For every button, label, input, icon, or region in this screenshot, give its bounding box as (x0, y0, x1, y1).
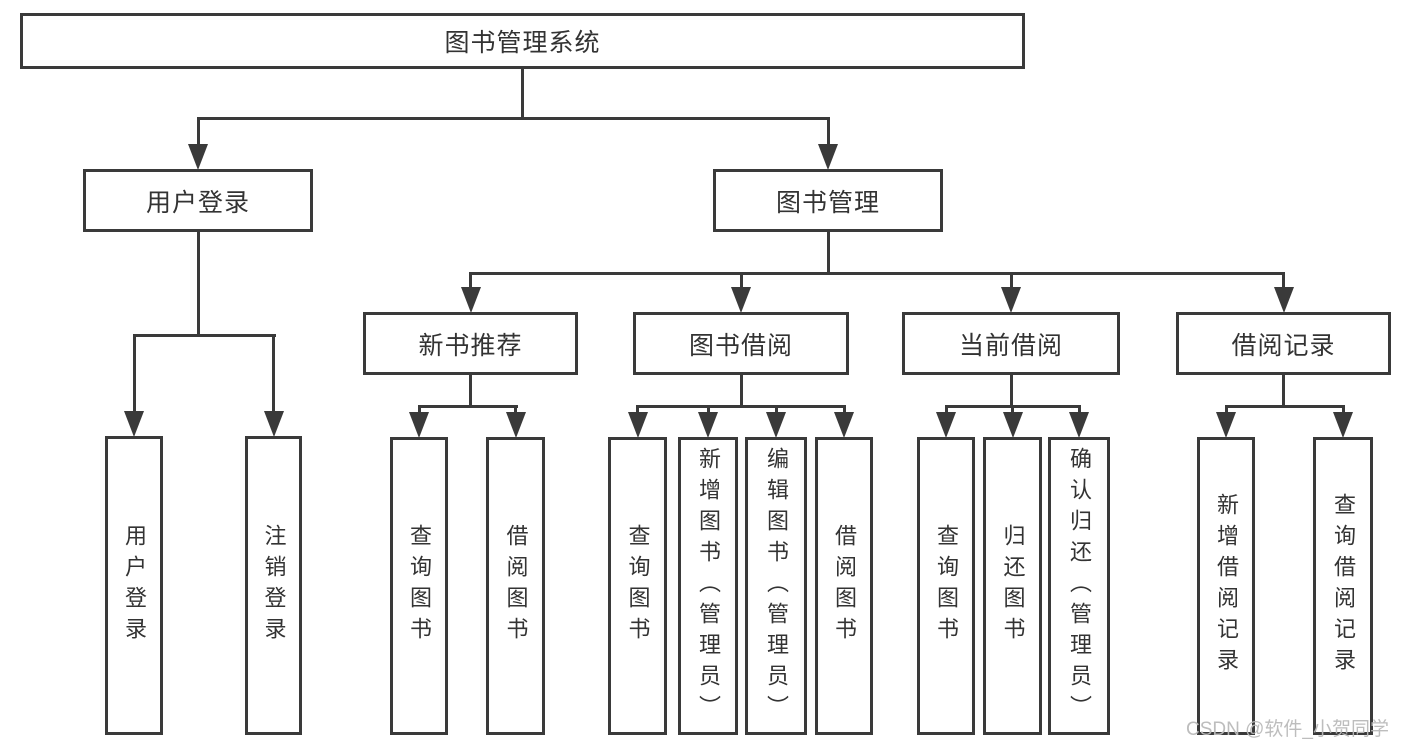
node-leaf-add-borrow-record: 新增借阅记录 (1197, 437, 1255, 735)
node-leaf-add-books: 新增图书（管理员） (678, 437, 738, 735)
arrowhead-leaf-query-books-3 (936, 412, 956, 438)
edge-stem-current-borrow (1010, 375, 1013, 406)
node-leaf-return-books: 归还图书 (983, 437, 1042, 735)
node-label-leaf-query-books-1: 查询图书 (407, 524, 432, 648)
node-label-current-borrow: 当前借阅 (958, 331, 1063, 360)
edge-drop-leaf-edit-books (775, 406, 778, 415)
node-label-borrow-records: 借阅记录 (1231, 331, 1336, 360)
node-label-book-mgmt: 图书管理 (775, 188, 880, 217)
node-book-borrow: 图书借阅 (633, 312, 849, 375)
node-new-book-rec: 新书推荐 (363, 312, 578, 375)
node-label-leaf-add-borrow-record: 新增借阅记录 (1214, 493, 1239, 679)
node-label-leaf-borrow-books-1: 借阅图书 (503, 524, 529, 648)
edge-stem-new-book-rec (469, 375, 472, 406)
arrowhead-leaf-add-borrow-record (1216, 412, 1236, 438)
csdn-watermark: CSDN @软件_小贺同学 (1186, 719, 1389, 740)
arrowhead-user-login (188, 144, 208, 170)
node-leaf-user-login: 用户登录 (105, 436, 163, 735)
node-leaf-query-books-2: 查询图书 (608, 437, 667, 735)
edge-stem-user-login (197, 232, 200, 335)
arrowhead-leaf-return-books (1003, 412, 1023, 438)
edge-drop-book-mgmt (827, 118, 830, 147)
edge-drop-leaf-query-books-3 (945, 406, 948, 415)
node-label-root: 图书管理系统 (444, 29, 601, 57)
edge-bar-book-mgmt (469, 272, 1285, 275)
edge-drop-current-borrow (1010, 273, 1013, 290)
node-leaf-query-borrow-record: 查询借阅记录 (1313, 437, 1373, 735)
node-borrow-records: 借阅记录 (1176, 312, 1391, 375)
node-label-user-login: 用户登录 (145, 188, 250, 217)
node-label-leaf-confirm-return: 确认归还（管理员） (1067, 446, 1092, 726)
node-label-leaf-borrow-books-2: 借阅图书 (832, 524, 857, 648)
edge-drop-book-borrow (740, 273, 743, 290)
edge-drop-leaf-query-books-1 (418, 406, 421, 415)
edge-drop-user-login (197, 118, 200, 147)
arrowhead-leaf-edit-books (766, 412, 786, 438)
node-label-leaf-user-login: 用户登录 (122, 523, 147, 648)
edge-stem-book-mgmt (827, 232, 830, 273)
edge-bar-book-borrow (636, 405, 846, 408)
edge-drop-borrow-records (1282, 273, 1285, 290)
node-label-leaf-edit-books: 编辑图书（管理员） (764, 446, 789, 726)
node-label-leaf-return-books: 归还图书 (1000, 524, 1026, 648)
node-leaf-borrow-books-1: 借阅图书 (486, 437, 545, 735)
arrowhead-leaf-logout (264, 411, 284, 437)
node-current-borrow: 当前借阅 (902, 312, 1120, 375)
node-label-new-book-rec: 新书推荐 (418, 331, 523, 360)
edge-drop-leaf-add-books (707, 406, 710, 415)
arrowhead-book-mgmt (818, 144, 838, 170)
edge-drop-leaf-borrow-books-1 (514, 406, 517, 415)
node-leaf-edit-books: 编辑图书（管理员） (745, 437, 807, 735)
edge-bar-root (197, 117, 830, 120)
node-label-book-borrow: 图书借阅 (688, 331, 793, 360)
node-book-mgmt: 图书管理 (713, 169, 943, 232)
arrowhead-leaf-borrow-books-1 (506, 412, 526, 438)
edge-drop-leaf-user-login (133, 335, 136, 414)
edge-stem-borrow-records (1282, 375, 1285, 406)
arrowhead-leaf-user-login (124, 411, 144, 437)
arrowhead-current-borrow (1001, 287, 1021, 313)
node-label-leaf-query-books-2: 查询图书 (625, 524, 651, 648)
edge-drop-new-book-rec (469, 273, 472, 290)
edge-drop-leaf-logout (272, 335, 275, 414)
node-label-leaf-query-borrow-record: 查询借阅记录 (1331, 493, 1356, 679)
node-leaf-query-books-3: 查询图书 (917, 437, 975, 735)
node-label-leaf-query-books-3: 查询图书 (934, 524, 959, 648)
edge-bar-borrow-records (1225, 405, 1345, 408)
node-leaf-query-books-1: 查询图书 (390, 437, 448, 735)
arrowhead-leaf-borrow-books-2 (834, 412, 854, 438)
arrowhead-leaf-add-books (698, 412, 718, 438)
edge-drop-leaf-query-borrow-record (1342, 406, 1345, 415)
arrowhead-book-borrow (731, 287, 751, 313)
node-label-leaf-add-books: 新增图书（管理员） (696, 446, 721, 726)
arrowhead-leaf-query-books-1 (409, 412, 429, 438)
edge-drop-leaf-borrow-books-2 (843, 406, 846, 415)
arrowhead-leaf-query-books-2 (628, 412, 648, 438)
edge-drop-leaf-add-borrow-record (1225, 406, 1228, 415)
arrowhead-leaf-confirm-return (1069, 412, 1089, 438)
edge-stem-book-borrow (740, 375, 743, 406)
node-leaf-confirm-return: 确认归还（管理员） (1048, 437, 1110, 735)
edge-drop-leaf-confirm-return (1078, 406, 1081, 415)
edge-bar-new-book-rec (418, 405, 518, 408)
edge-bar-user-login (133, 334, 276, 337)
edge-drop-leaf-return-books (1011, 406, 1014, 415)
edge-drop-leaf-query-books-2 (636, 406, 639, 415)
arrowhead-borrow-records (1274, 287, 1294, 313)
node-user-login: 用户登录 (83, 169, 313, 232)
edge-stem-root (521, 69, 524, 118)
node-leaf-borrow-books-2: 借阅图书 (815, 437, 873, 735)
node-label-leaf-logout: 注销登录 (261, 523, 287, 648)
node-root: 图书管理系统 (20, 13, 1025, 69)
arrowhead-new-book-rec (461, 287, 481, 313)
arrowhead-leaf-query-borrow-record (1333, 412, 1353, 438)
node-leaf-logout: 注销登录 (245, 436, 302, 735)
